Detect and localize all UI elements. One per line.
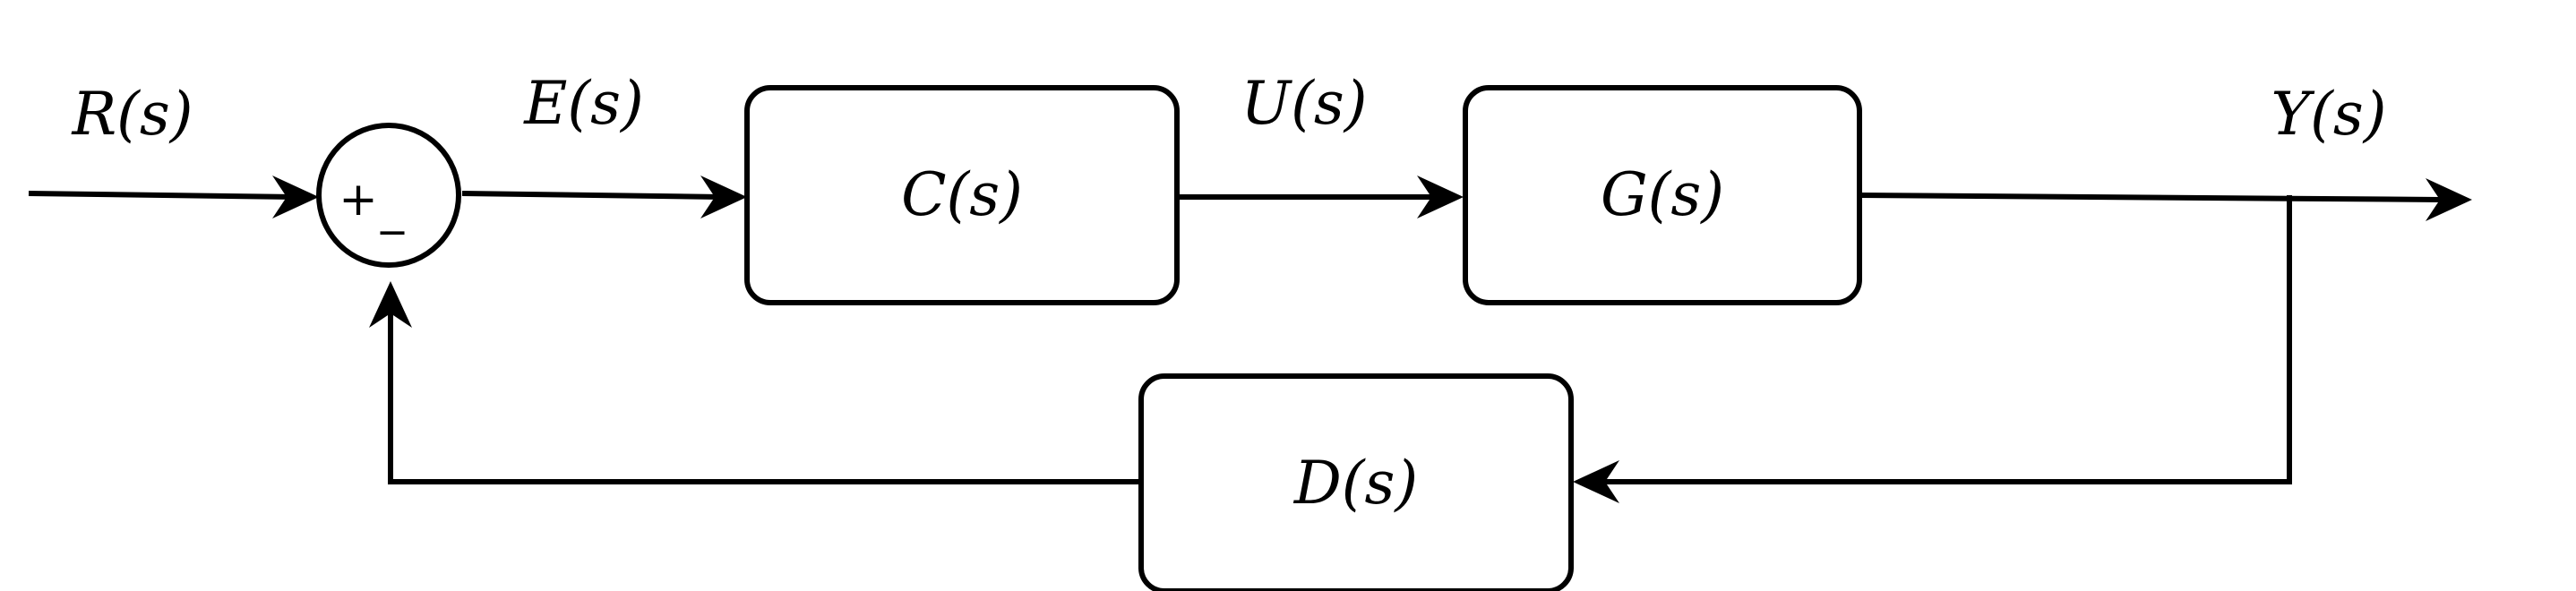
arrowhead-into-feedback-block (1573, 460, 1619, 503)
arrowhead-output (2426, 178, 2472, 221)
controller-block: C(s) (744, 85, 1180, 305)
arrowhead-into-summing (272, 176, 319, 218)
controller-label: C(s) (901, 160, 1023, 229)
control-signal-label: U(s) (1241, 69, 1368, 138)
summing-minus-sign: _ (380, 182, 405, 236)
wire-reference-input (28, 191, 296, 200)
wire-error-signal (461, 191, 723, 200)
plant-block: G(s) (1463, 85, 1862, 305)
feedback-block: D(s) (1138, 373, 1574, 591)
error-signal-label: E(s) (523, 69, 644, 138)
wire-output-signal (1859, 193, 2443, 202)
arrowhead-into-controller (700, 176, 747, 218)
wire-feedback-path (1594, 195, 2292, 484)
feedback-label: D(s) (1293, 449, 1418, 518)
wire-feedback-return (388, 304, 1139, 484)
summing-plus-sign: + (339, 173, 378, 227)
output-signal-label: Y(s) (2271, 80, 2387, 149)
plant-label: G(s) (1601, 160, 1724, 229)
reference-signal-label: R(s) (71, 80, 193, 149)
summing-junction: + _ (316, 123, 461, 268)
arrowhead-into-summing-minus (369, 281, 412, 328)
arrowhead-into-plant (1417, 176, 1464, 218)
